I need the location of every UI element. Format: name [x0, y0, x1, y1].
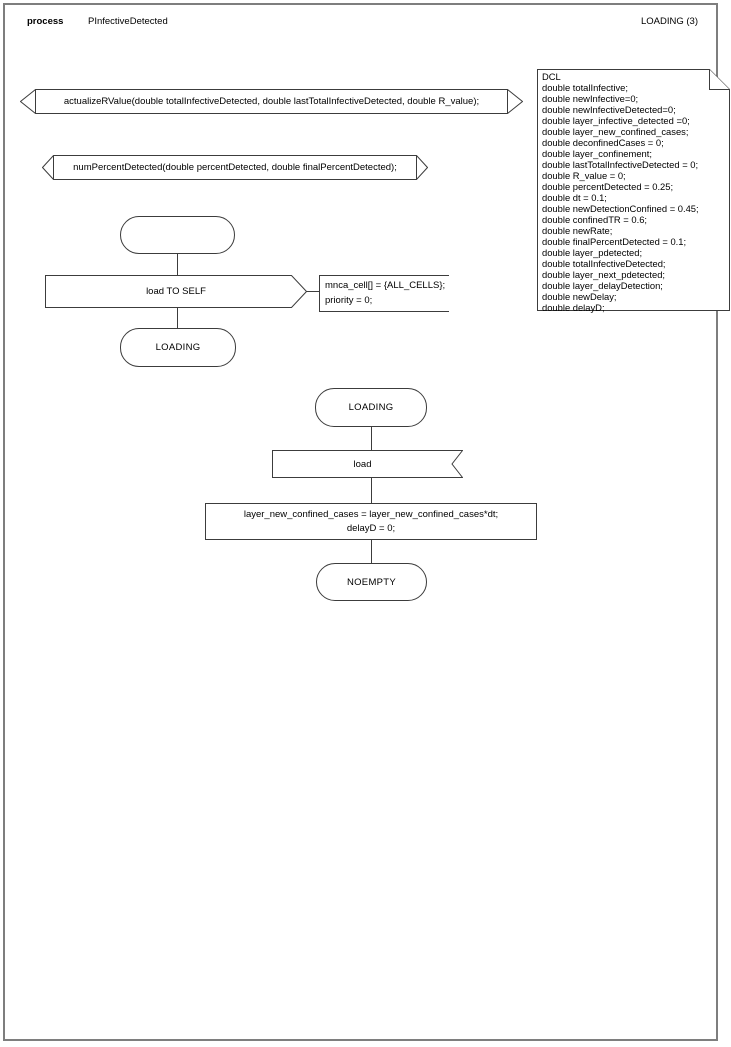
output-label: load TO SELF — [146, 286, 206, 297]
procedure-symbol-actualizeRValue[interactable]: actualizeRValue(double totalInfectiveDet… — [20, 89, 523, 114]
connector-line — [177, 254, 178, 275]
connector-line — [177, 308, 178, 328]
process-kind-label: process — [27, 16, 64, 27]
procedure-shape — [42, 155, 428, 180]
procedure-label: actualizeRValue(double totalInfectiveDet… — [63, 96, 480, 107]
procedure-symbol-numPercentDetected[interactable]: numPercentDetected(double percentDetecte… — [42, 155, 428, 180]
state-symbol-loading-next[interactable]: LOADING — [120, 328, 236, 367]
output-symbol-load-to-self[interactable]: load TO SELF — [45, 275, 307, 308]
procedure-shape — [20, 89, 523, 114]
page-number-label: LOADING (3) — [640, 16, 698, 27]
connector-line — [371, 427, 372, 450]
task-symbol[interactable]: layer_new_confined_cases = layer_new_con… — [205, 503, 537, 540]
declarations-note[interactable]: DCL double totalInfective; double newInf… — [537, 69, 730, 313]
comment-connector-line — [306, 291, 319, 292]
comment-text: mnca_cell[] = {ALL_CELLS}; priority = 0; — [325, 280, 446, 306]
input-label: load — [353, 458, 372, 470]
folded-corner-icon — [709, 69, 730, 90]
state-label: LOADING — [348, 402, 394, 413]
process-name: PInfectiveDetected — [88, 16, 168, 27]
connector-line — [371, 478, 372, 503]
connector-line — [371, 540, 372, 563]
procedure-label: numPercentDetected(double percentDetecte… — [73, 162, 397, 173]
task-text: layer_new_confined_cases = layer_new_con… — [243, 508, 499, 534]
comment-shape — [319, 275, 449, 312]
state-symbol-noempty[interactable]: NOEMPTY — [316, 563, 427, 601]
declarations-text: DCL double totalInfective; double newInf… — [542, 71, 699, 313]
output-shape — [45, 275, 307, 308]
state-label: NOEMPTY — [346, 576, 397, 588]
start-symbol[interactable] — [120, 216, 235, 254]
state-symbol-loading[interactable]: LOADING — [315, 388, 427, 427]
note-shape — [537, 69, 730, 311]
comment-symbol[interactable]: mnca_cell[] = {ALL_CELLS}; priority = 0; — [319, 275, 449, 312]
state-label: LOADING — [155, 342, 201, 353]
input-shape — [272, 450, 463, 478]
input-symbol-load[interactable]: load — [272, 450, 463, 478]
